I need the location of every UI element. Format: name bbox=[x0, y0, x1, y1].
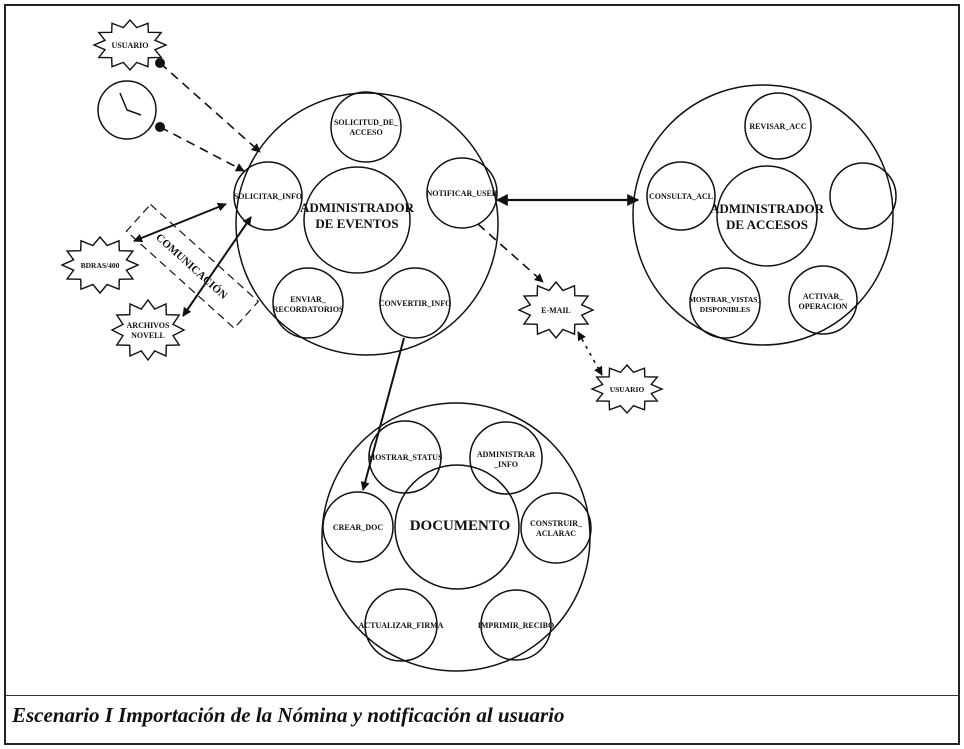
scenario-caption: Escenario I Importación de la Nómina y n… bbox=[12, 703, 565, 727]
crear-doc-node[interactable] bbox=[322, 491, 394, 563]
archivos-label-2: NOVELL bbox=[131, 331, 165, 340]
documento-core[interactable] bbox=[394, 464, 520, 590]
eventos-title-line1: ADMINISTRADOR bbox=[300, 200, 415, 215]
mostrar-vistas-label-2: DISPONIBLES bbox=[700, 305, 750, 314]
convertir-info-label: CONVERTIR_INFO bbox=[379, 299, 452, 308]
mostrar-vistas-node[interactable] bbox=[689, 267, 761, 339]
mostrar-vistas-label-1: MOSTRAR_VISTAS_ bbox=[689, 295, 762, 304]
administrador-eventos-core[interactable] bbox=[303, 166, 411, 274]
actualizar-firma-label: ACTUALIZAR_FIRMA bbox=[359, 621, 444, 630]
mostrar-status-label: MOSTRAR_STATUS bbox=[368, 453, 443, 462]
diagram-frame bbox=[4, 4, 960, 745]
construir-aclarac-label-2: ACLARAC bbox=[536, 529, 576, 538]
usuario-to-solicitar-link bbox=[159, 62, 261, 153]
documento-system bbox=[321, 402, 592, 672]
enviar-label-2: RECORDATORIOS bbox=[273, 305, 344, 314]
activar-label-2: OPERACION bbox=[799, 302, 848, 311]
notificar-user-label: NOTIFICAR_USER bbox=[426, 189, 497, 198]
administrar-info-label-1: ADMINISTRAR bbox=[477, 450, 535, 459]
construir-aclarac-node[interactable] bbox=[520, 492, 592, 564]
convertir-crear-link bbox=[360, 337, 405, 491]
archivos-label-1: ARCHIVOS bbox=[127, 321, 171, 330]
solicitar-info-node[interactable] bbox=[233, 161, 303, 231]
usuario-bottom-actor[interactable] bbox=[590, 363, 664, 415]
accesos-title-line2: DE ACCESOS bbox=[726, 217, 808, 232]
usuario-top-actor[interactable] bbox=[92, 18, 168, 72]
enviar-recordatorios-node[interactable] bbox=[272, 267, 344, 339]
imprimir-recibo-node[interactable] bbox=[480, 589, 552, 661]
administrador-eventos-system bbox=[233, 91, 499, 356]
consulta-acl-label: CONSULTA_ACL bbox=[649, 192, 713, 201]
crear-doc-label: CREAR_DOC bbox=[333, 523, 383, 532]
notificar-user-node[interactable] bbox=[426, 157, 498, 229]
administrador-accesos-system bbox=[632, 84, 897, 346]
empty-node[interactable] bbox=[829, 162, 897, 230]
clock-icon bbox=[97, 80, 157, 140]
usuario-top-label: USUARIO bbox=[112, 41, 149, 50]
activar-label-1: ACTIVAR_ bbox=[803, 292, 844, 301]
convertir-info-node[interactable] bbox=[379, 267, 451, 339]
activar-operacion-node[interactable] bbox=[788, 265, 858, 335]
bdras-label: BDRAS/400 bbox=[81, 261, 120, 270]
email-label: E-MAIL bbox=[541, 306, 571, 315]
email-usuario-link bbox=[577, 331, 603, 376]
bdras-actor[interactable] bbox=[60, 235, 140, 295]
consulta-acl-node[interactable] bbox=[646, 161, 716, 231]
revisar-acc-node[interactable] bbox=[744, 92, 812, 160]
documento-title: DOCUMENTO bbox=[410, 518, 511, 534]
caption-divider bbox=[6, 695, 958, 696]
connector-dot bbox=[155, 58, 165, 68]
connector-dot bbox=[155, 122, 165, 132]
accesos-title-line1: ADMINISTRADOR bbox=[710, 201, 825, 216]
administrar-info-label-2: _INFO bbox=[493, 460, 518, 469]
eventos-title-line2: DE EVENTOS bbox=[315, 216, 398, 231]
archivos-solicitar-link bbox=[182, 216, 252, 317]
revisar-acc-label: REVISAR_ACC bbox=[749, 122, 807, 131]
archivos-novell-actor[interactable] bbox=[110, 298, 186, 362]
actualizar-firma-node[interactable] bbox=[364, 588, 438, 662]
solicitud-acceso-label-2: ACCESO bbox=[349, 128, 382, 137]
mostrar-status-node[interactable] bbox=[368, 420, 442, 494]
solicitar-info-label: SOLICITAR_INFO bbox=[234, 192, 302, 201]
administrador-accesos-core[interactable] bbox=[716, 165, 818, 267]
administrar-info-node[interactable] bbox=[469, 421, 543, 495]
clock-to-solicitar-link bbox=[159, 126, 245, 172]
usuario-bottom-label: USUARIO bbox=[610, 385, 645, 394]
construir-aclarac-label-1: CONSTRUIR_ bbox=[530, 519, 583, 528]
solicitud-acceso-node[interactable] bbox=[330, 91, 402, 163]
imprimir-recibo-label: IMPRIMIR_RECIBO bbox=[478, 621, 554, 630]
email-actor[interactable] bbox=[517, 280, 595, 340]
bdras-solicitar-link bbox=[133, 202, 227, 243]
solicitud-acceso-label-1: SOLICITUD_DE_ bbox=[334, 118, 399, 127]
enviar-label-1: ENVIAR_ bbox=[290, 295, 327, 304]
